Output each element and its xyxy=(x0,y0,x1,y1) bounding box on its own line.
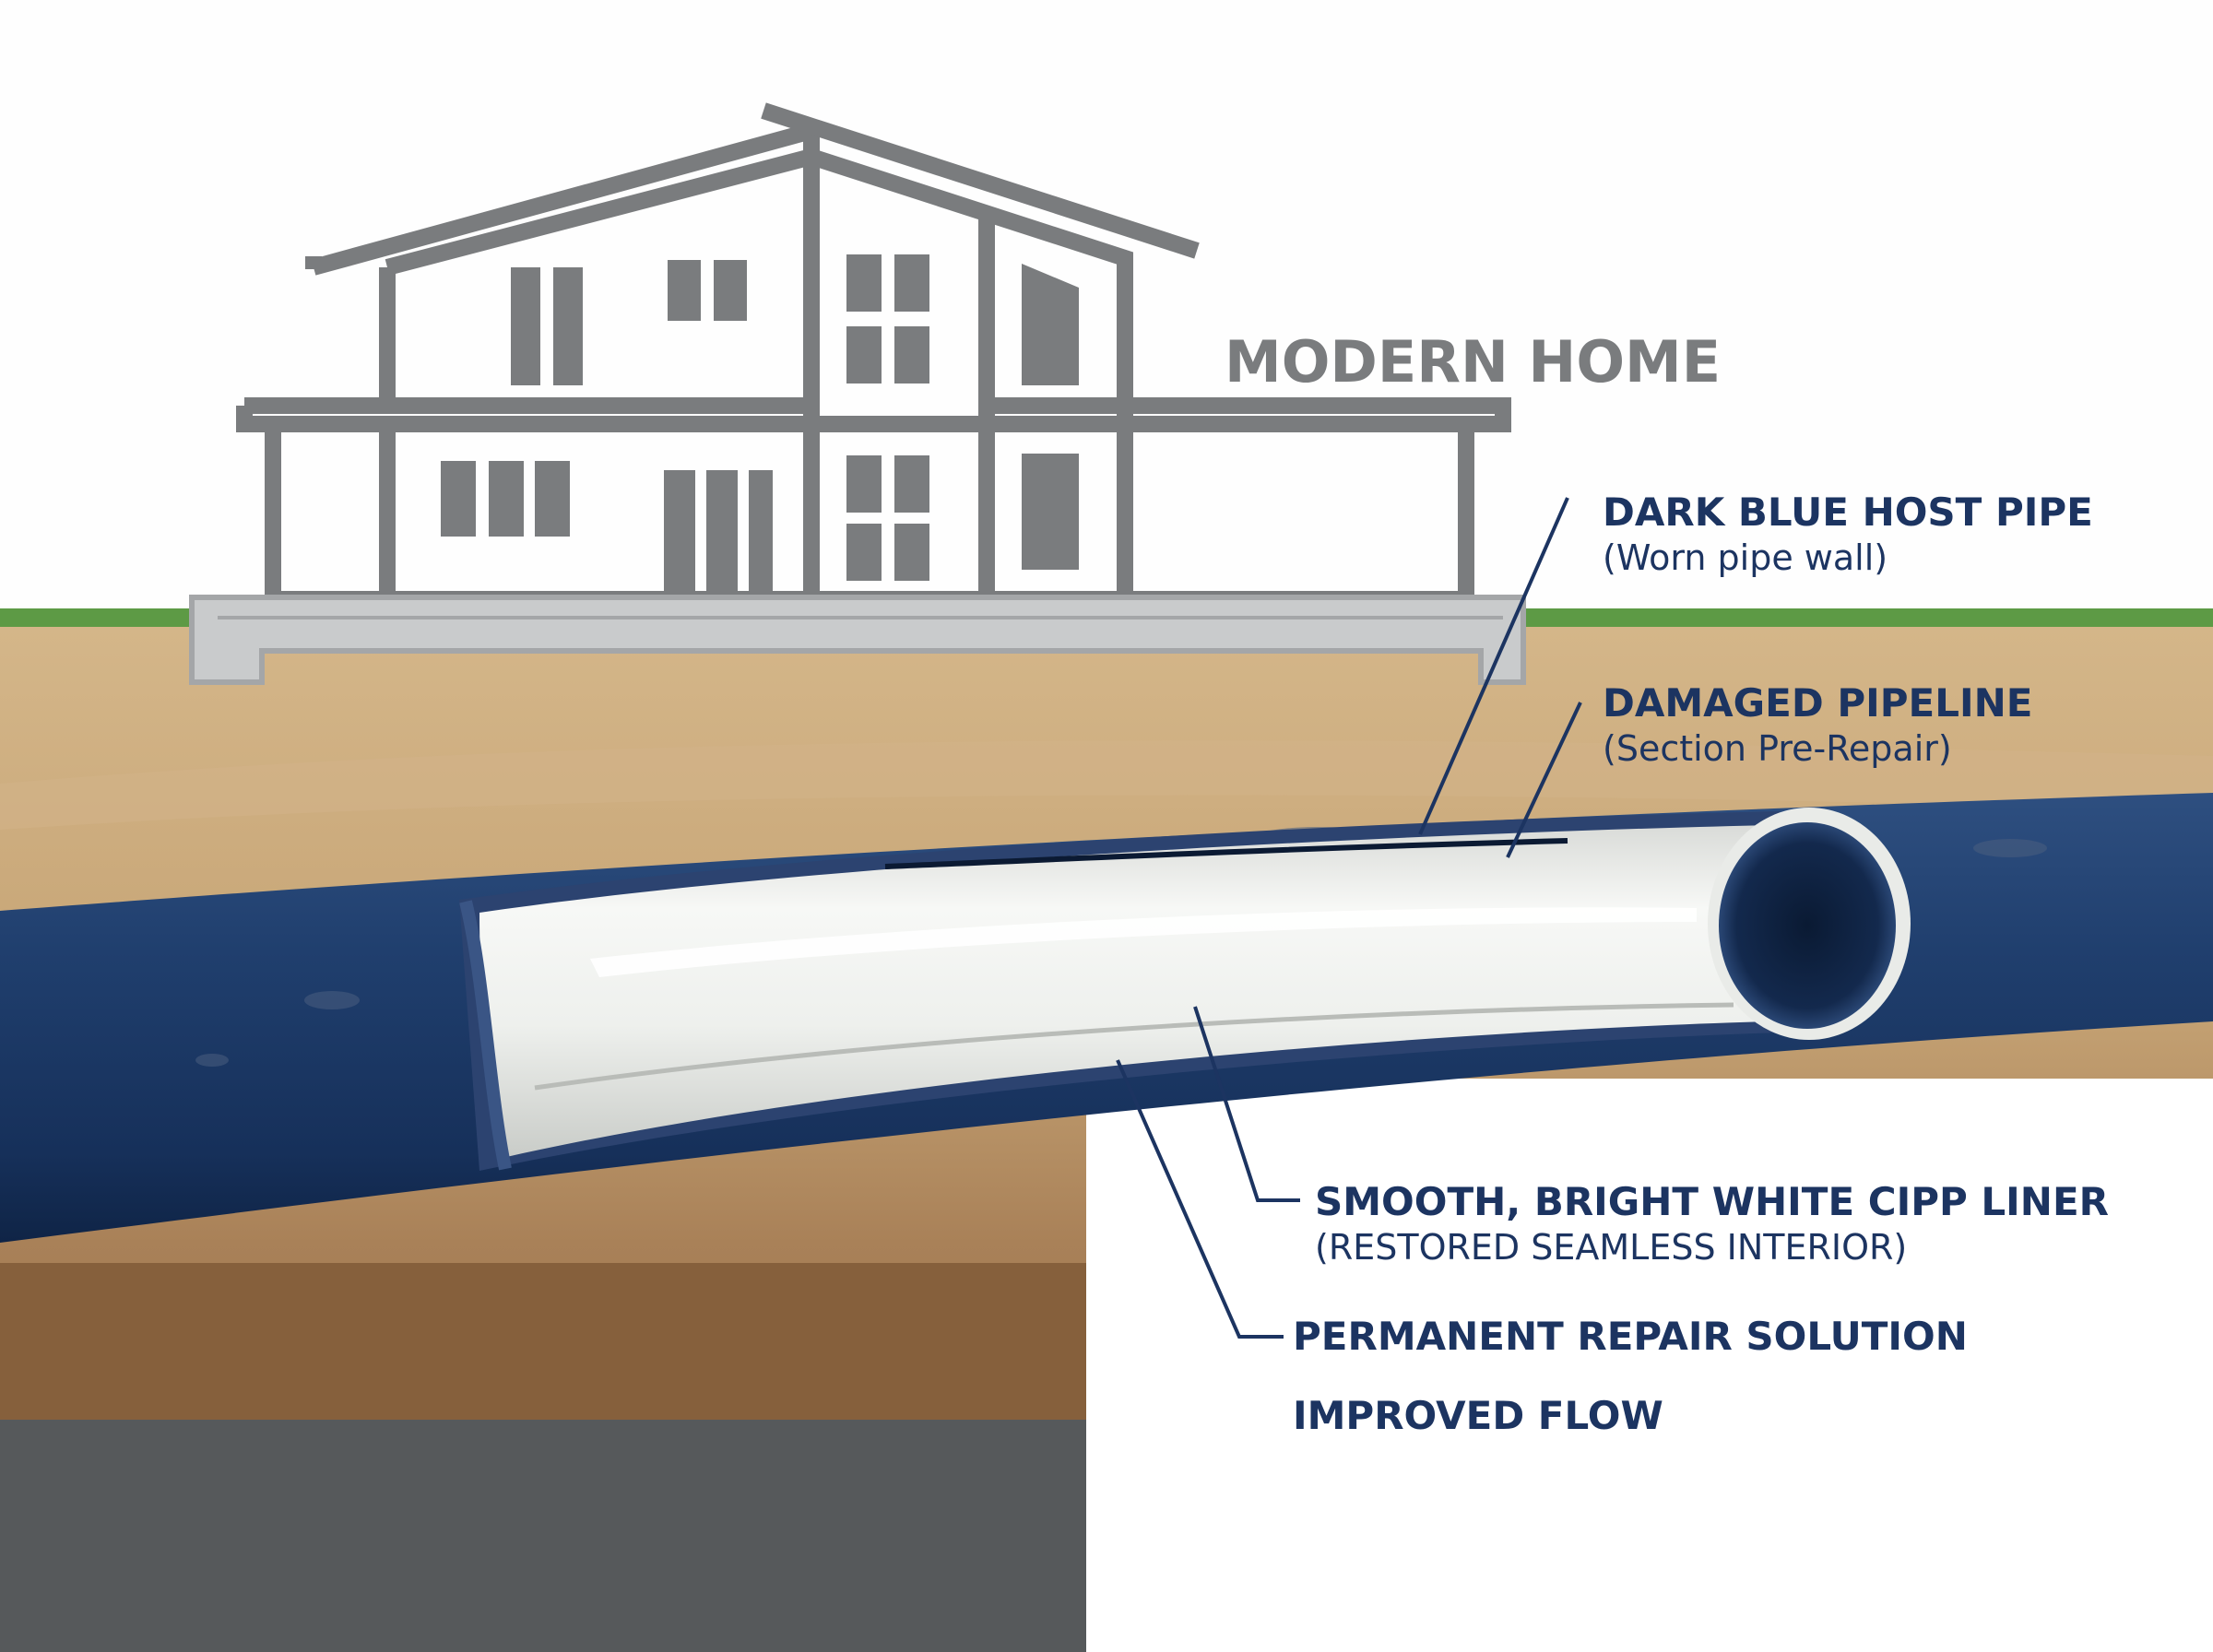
upper-gable xyxy=(385,148,1133,406)
leader-permanent xyxy=(1116,1059,1284,1339)
house-label: MODERN HOME xyxy=(1225,328,1721,395)
deep-soil xyxy=(0,1263,1088,1429)
sky xyxy=(0,0,2213,608)
damaged-seam xyxy=(884,838,1568,869)
cutaway-panel xyxy=(1086,1079,2213,1652)
flow-title: IMPROVED FLOW xyxy=(1293,1393,1663,1438)
liner-subtitle: (RESTORED SEAMLESS INTERIOR) xyxy=(1315,1227,1907,1268)
leader-lines xyxy=(1116,497,1582,1339)
damaged-title: DAMAGED PIPELINE xyxy=(1603,680,2032,726)
host-pipe xyxy=(0,793,2213,1243)
pipe-end-opening xyxy=(1719,822,1896,1029)
soil-band xyxy=(0,740,2213,830)
cipp-liner xyxy=(479,825,1770,1158)
mid-floor xyxy=(236,397,1511,432)
leader-host-pipe xyxy=(1418,497,1569,835)
bedrock xyxy=(0,1420,1088,1652)
house-foundation xyxy=(189,595,1526,685)
damaged-subtitle: (Section Pre-Repair) xyxy=(1603,728,1952,769)
leader-liner xyxy=(1193,1006,1300,1202)
liner-title: SMOOTH, BRIGHT WHITE CIPP LINER xyxy=(1315,1179,2109,1224)
leader-damaged xyxy=(1506,702,1582,858)
permanent-title: PERMANENT REPAIR SOLUTION xyxy=(1293,1314,1968,1359)
host-pipe-subtitle: (Worn pipe wall) xyxy=(1603,537,1888,578)
liner-highlight xyxy=(590,907,1697,977)
house-windows xyxy=(441,254,1079,599)
roof-right xyxy=(761,102,1200,259)
host-pipe-title: DARK BLUE HOST PIPE xyxy=(1603,490,2093,535)
